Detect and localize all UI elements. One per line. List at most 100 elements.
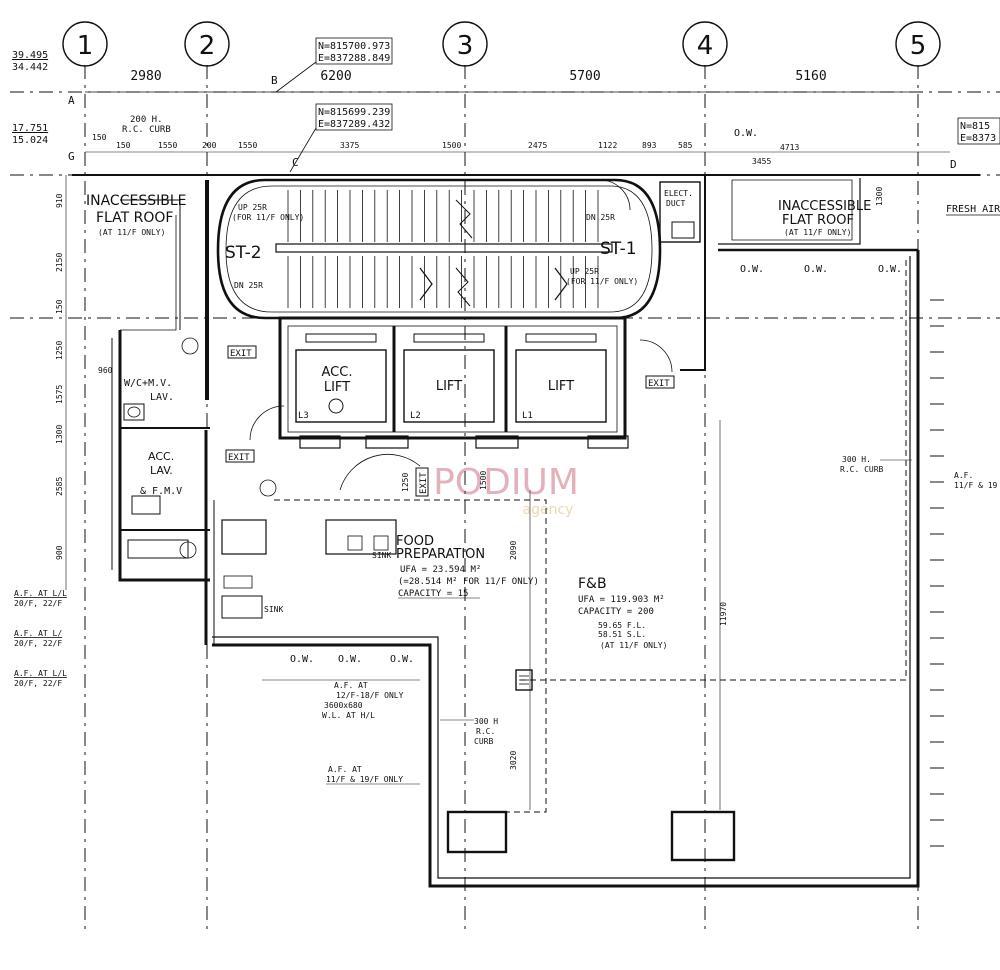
af-left-1: A.F. AT L/L [14,589,67,598]
grid-label-2: 2 [199,31,216,61]
curb-top-1: 200 H. [130,115,163,125]
left-dim-4: 960 [98,366,113,375]
left-dim-0: 910 [55,193,64,208]
af-left-4: 20/F, 22/F [14,639,62,648]
food-label-1: FOOD [396,534,434,549]
span-dimensions: 2980 6200 5700 5160 [85,69,918,93]
lift-core: ACC. LIFT LIFT LIFT L3 L2 L1 [278,316,629,449]
acc-lav-label-2: LAV. [150,464,173,477]
af-right-2: 11/F & 19 [954,481,998,490]
dim-11970: 11970 [719,602,728,626]
stair-up-left: UP 25R [238,203,267,212]
top-detail-dimensions: 150 150 1550 200 1550 3375 1500 2475 112… [85,133,950,166]
fnb-area: F&B UFA = 119.903 M² CAPACITY = 200 59.6… [446,576,736,862]
lavatories: W/C+M.V. LAV. ACC. LAV. & F.M.V [123,337,277,559]
food-preparation: SINK SINK FOOD PREPARATION UFA = 23.594 … [221,256,907,813]
top-dim-4: 1550 [238,141,257,150]
curb-top-2: R.C. CURB [122,125,171,135]
survey-a-north: N=815700.973 [318,41,390,52]
top-dim-12: 4713 [780,143,799,152]
survey-c-north: N=815 [960,121,990,132]
exit-sign-3: EXIT [228,453,250,463]
point-a: A [68,94,75,107]
roof-right-line-1: INACCESSIBLE [778,199,871,214]
watermark: PODIUM agency [433,462,579,518]
span-dim-4: 5160 [795,69,826,84]
left-dim-3: 1250 [55,341,64,360]
left-dim-6: 1300 [55,425,64,444]
span-dim-1: 2980 [130,69,161,84]
af-left-6: 20/F, 22/F [14,679,62,688]
stair-up-left-note: (FOR 11/F ONLY) [232,213,304,222]
left-dim-2: 150 [55,299,64,314]
fnb-level-3: (AT 11/F ONLY) [600,641,667,650]
flat-roofs: INACCESSIBLE FLAT ROOF (AT 11/F ONLY) IN… [86,193,1000,237]
curb-mid-1: 300 H [474,717,498,726]
roof-right-line-2: FLAT ROOF [782,213,854,228]
stair-label-st1: ST-1 [600,239,637,259]
wc-label-2: LAV. [150,392,174,403]
top-dim-2: 1550 [158,141,177,150]
top-dim-1: 150 [116,141,131,150]
ow-label-4: O.W. [878,264,902,275]
staircase: ST-2 ST-1 UP 25R (FOR 11/F ONLY) DN 25R … [216,178,662,320]
ow-label-2: O.W. [740,264,764,275]
survey-b-north: N=815699.239 [318,107,390,118]
roof-right-note: (AT 11/F ONLY) [784,228,851,237]
survey-points: N=815700.973 E=837288.849 N=815699.239 E… [12,37,1000,173]
acc-lav-label-3: & F.M.V [140,486,182,497]
left-detail-dimensions: 910 2150 150 1250 960 1575 1300 2585 900 [55,175,113,590]
span-dim-2: 6200 [320,69,351,84]
span-dim-3: 5700 [569,69,600,84]
level-3: 17.751 [12,123,48,134]
lift-label-acc-1: ACC. [322,365,353,380]
dim-2090: 2090 [509,541,518,560]
af-mid-1: A.F. AT [328,765,362,774]
stair-treads [287,190,599,308]
elect-label: ELECT. [664,189,693,198]
food-label-2: PREPARATION [396,547,485,562]
ow-label-7: O.W. [390,654,414,665]
af-left-5: A.F. AT L/L [14,669,67,678]
ow-label-3: O.W. [804,264,828,275]
point-c: C [292,156,299,169]
elect-duct: ELECT. DUCT [659,181,701,243]
survey-a-east: E=837288.849 [318,53,390,64]
grid-label-4: 4 [697,31,714,61]
dim-3020: 3020 [509,751,518,770]
ow-label-6: O.W. [338,654,362,665]
top-dim-5: 3375 [340,141,359,150]
wall-ticks [930,299,944,847]
point-d: D [950,158,957,171]
lift-label-1: LIFT [548,379,574,394]
left-dim-1: 2150 [55,253,64,272]
level-1: 39.495 [12,50,48,61]
building-walls [72,174,980,888]
open-windows: O.W. O.W. O.W. O.W. O.W. O.W. O.W. [290,128,902,665]
point-g: G [68,150,75,163]
dim-1500: 1500 [479,471,488,490]
exit-sign-4: EXIT [419,472,429,494]
stair-dn-right: DN 25R [586,213,615,222]
ow-label-5: O.W. [290,654,314,665]
grid-label-1: 1 [77,31,94,61]
fnb-label: F&B [578,576,607,592]
top-dim-6: 1500 [442,141,461,150]
sink-label-2: SINK [264,605,283,614]
af-bottom-1: A.F. AT [334,681,368,690]
roof-left-line-1: INACCESSIBLE [86,193,186,209]
top-dim-11: 3455 [752,157,771,166]
lift-label-acc-2: LIFT [324,380,350,395]
af-left-2: 20/F, 22/F [14,599,62,608]
lift-id-l1: L1 [522,411,533,421]
curb-mid-3: CURB [474,737,493,746]
stair-up-right: UP 25R [570,267,599,276]
exit-sign-1: EXIT [230,349,252,359]
top-dim-0: 150 [92,133,107,142]
left-dim-8: 900 [55,545,64,560]
grid-label-5: 5 [910,31,927,61]
stair-label-st2: ST-2 [225,243,262,263]
top-dim-9: 893 [642,141,657,150]
fnb-ufa: UFA = 119.903 M² [578,595,665,605]
